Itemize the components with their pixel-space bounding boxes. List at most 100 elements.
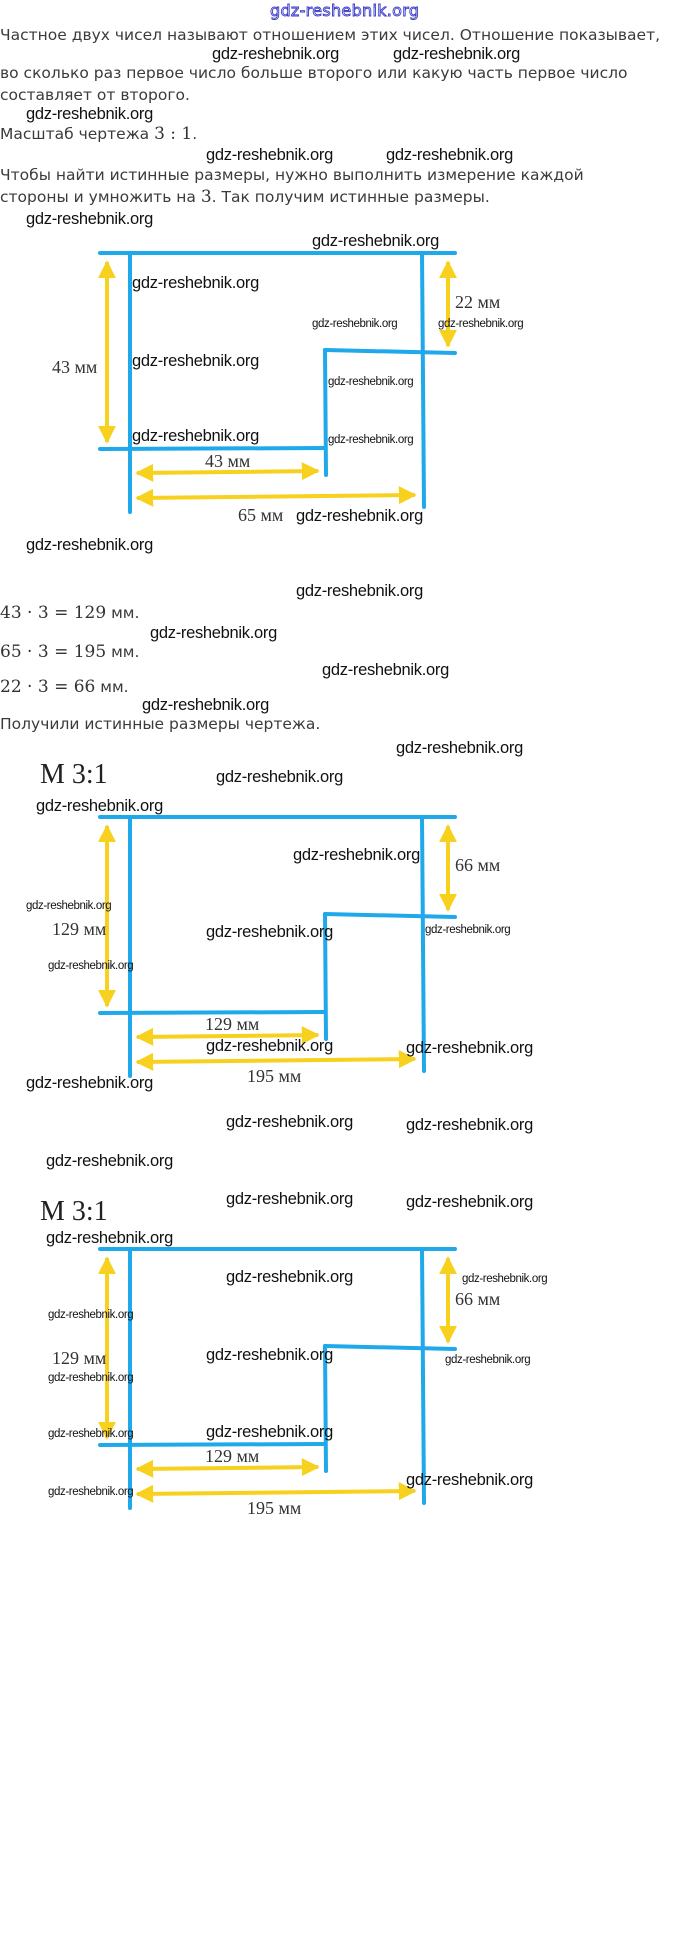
watermark: gdz-reshebnik.org xyxy=(445,1354,531,1366)
dim-right-height: 66 мм xyxy=(455,1289,501,1309)
watermark: gdz-reshebnik.org xyxy=(438,318,524,330)
watermark: gdz-reshebnik.org xyxy=(296,507,423,525)
watermark: gdz-reshebnik.org xyxy=(462,1273,548,1285)
watermark: gdz-reshebnik.org xyxy=(328,434,414,446)
watermark: gdz-reshebnik.org xyxy=(26,1074,153,1092)
intro-line-5: Чтобы найти истинные размеры, нужно выпо… xyxy=(0,166,584,184)
outline-right xyxy=(420,1247,426,1505)
arrow-step-width xyxy=(135,1026,320,1046)
watermark: gdz-reshebnik.org xyxy=(206,1423,333,1441)
intro-line-1: Частное двух чисел называют отношением э… xyxy=(0,26,661,44)
watermark: gdz-reshebnik.org xyxy=(150,624,277,642)
calc-unit: мм. xyxy=(106,604,140,622)
conclusion-text: Получили истинные размеры чертежа. xyxy=(0,715,321,733)
dim-total-width: 195 мм xyxy=(247,1498,302,1518)
outline-step-horizontal xyxy=(323,1344,457,1351)
outline-step-horizontal xyxy=(323,348,457,355)
outline-bottom-left xyxy=(98,1010,327,1015)
scale-sentence: Масштаб чертежа 3 : 1. xyxy=(0,124,197,144)
arrow-step-width xyxy=(135,462,320,482)
watermark: gdz-reshebnik.org xyxy=(393,45,520,63)
watermark: gdz-reshebnik.org xyxy=(206,1037,333,1055)
watermark: gdz-reshebnik.org xyxy=(26,536,153,554)
dim-left-height: 129 мм xyxy=(52,1348,107,1368)
outline-step-horizontal xyxy=(323,912,457,919)
outline-right xyxy=(420,815,426,1073)
watermark: gdz-reshebnik.org xyxy=(132,274,259,292)
watermark: gdz-reshebnik.org xyxy=(425,924,511,936)
watermark: gdz-reshebnik.org xyxy=(216,768,343,786)
intro-line-2: во сколько раз первое число больше второ… xyxy=(0,64,628,82)
arrow-total-width xyxy=(135,486,417,507)
watermark: gdz-reshebnik.org xyxy=(26,900,112,912)
watermark: gdz-reshebnik.org xyxy=(48,960,134,972)
calculation-3: 22 · 3 = 66 мм. xyxy=(0,677,129,697)
watermark: gdz-reshebnik.org xyxy=(26,210,153,228)
dim-right-height: 22 мм xyxy=(455,292,501,312)
dim-step-width: 129 мм xyxy=(205,1014,260,1034)
outline-step-vertical xyxy=(323,1344,328,1473)
arrow-step-width xyxy=(135,1458,320,1478)
outline-bottom-left xyxy=(98,446,327,451)
scale-suffix: . xyxy=(192,125,198,143)
watermark: gdz-reshebnik.org xyxy=(322,661,449,679)
arrow-total-width xyxy=(135,1482,417,1503)
watermark: gdz-reshebnik.org xyxy=(226,1268,353,1286)
watermark: gdz-reshebnik.org xyxy=(48,1309,134,1321)
watermark: gdz-reshebnik.org xyxy=(293,846,420,864)
diagram-3-scale: М 3:1 xyxy=(40,1196,108,1227)
header-watermark: gdz-reshebnik.org xyxy=(270,1,420,20)
watermark: gdz-reshebnik.org xyxy=(46,1152,173,1170)
watermark: gdz-reshebnik.org xyxy=(328,376,414,388)
outline-step-vertical xyxy=(323,912,328,1041)
diagram-2-scale: М 3:1 xyxy=(40,759,108,790)
watermark: gdz-reshebnik.org xyxy=(406,1471,533,1489)
calc-unit: мм. xyxy=(95,678,129,696)
scale-value: 3 : 1 xyxy=(154,124,193,144)
scale-prefix: Масштаб чертежа xyxy=(0,125,155,143)
watermark: gdz-reshebnik.org xyxy=(142,696,269,714)
watermark: gdz-reshebnik.org xyxy=(396,739,523,757)
calculation-1: 43 · 3 = 129 мм. xyxy=(0,603,139,623)
calc-expr: 43 · 3 = 129 xyxy=(0,603,107,623)
outline-step-vertical xyxy=(323,348,328,477)
calc-expr: 22 · 3 = 66 xyxy=(0,677,96,697)
dim-step-width: 129 мм xyxy=(205,1446,260,1466)
watermark: gdz-reshebnik.org xyxy=(132,427,259,445)
watermark: gdz-reshebnik.org xyxy=(226,1190,353,1208)
watermark: gdz-reshebnik.org xyxy=(206,923,333,941)
outline-right xyxy=(420,251,426,509)
calculation-2: 65 · 3 = 195 мм. xyxy=(0,642,139,662)
watermark: gdz-reshebnik.org xyxy=(132,352,259,370)
dim-step-width: 43 мм xyxy=(205,451,251,471)
diagram-3 xyxy=(98,1247,457,1510)
watermark: gdz-reshebnik.org xyxy=(406,1039,533,1057)
watermark: gdz-reshebnik.org xyxy=(48,1428,134,1440)
watermark: gdz-reshebnik.org xyxy=(206,1346,333,1364)
calc-unit: мм. xyxy=(106,643,140,661)
watermark: gdz-reshebnik.org xyxy=(48,1486,134,1498)
watermark: gdz-reshebnik.org xyxy=(206,146,333,164)
dim-left-height: 43 мм xyxy=(52,357,98,377)
line6-prefix: стороны и умножить на xyxy=(0,188,201,206)
watermark: gdz-reshebnik.org xyxy=(48,1372,134,1384)
dim-total-width: 195 мм xyxy=(247,1066,302,1086)
diagram-1 xyxy=(98,251,457,514)
outline-bottom-left xyxy=(98,1442,327,1447)
diagram-2 xyxy=(98,815,457,1078)
watermark: gdz-reshebnik.org xyxy=(312,318,398,330)
watermark: gdz-reshebnik.org xyxy=(226,1113,353,1131)
dim-total-width: 65 мм xyxy=(238,505,284,525)
line6-number: 3 xyxy=(200,187,212,207)
watermark: gdz-reshebnik.org xyxy=(312,232,439,250)
watermark: gdz-reshebnik.org xyxy=(212,45,339,63)
watermark: gdz-reshebnik.org xyxy=(296,582,423,600)
dim-left-height: 129 мм xyxy=(52,919,107,939)
watermark: gdz-reshebnik.org xyxy=(26,105,153,123)
calc-expr: 65 · 3 = 195 xyxy=(0,642,107,662)
watermark: gdz-reshebnik.org xyxy=(386,146,513,164)
watermark: gdz-reshebnik.org xyxy=(36,797,163,815)
watermark: gdz-reshebnik.org xyxy=(406,1193,533,1211)
dim-right-height: 66 мм xyxy=(455,855,501,875)
arrow-total-width xyxy=(135,1050,417,1071)
